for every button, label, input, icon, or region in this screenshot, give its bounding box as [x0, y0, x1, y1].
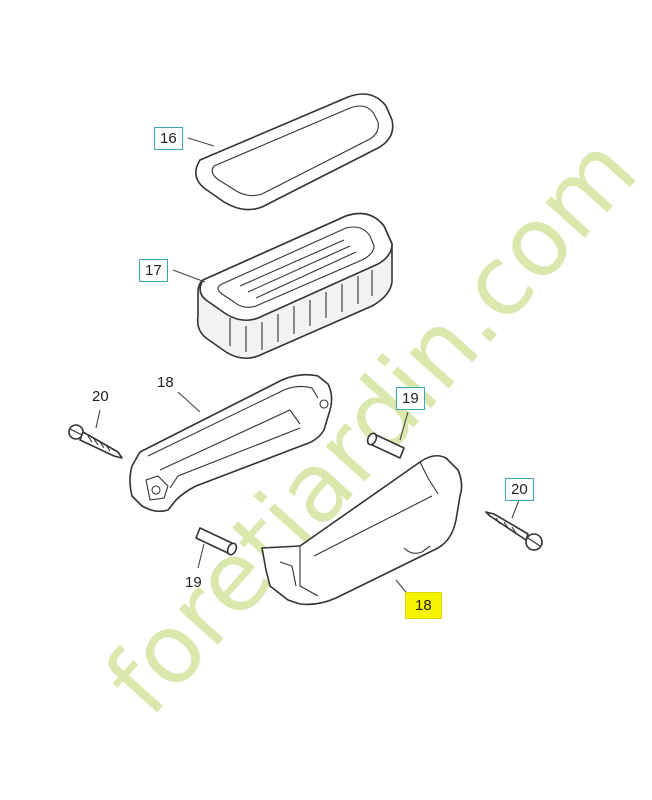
watermark: foretjardin.com — [84, 115, 652, 735]
callout-18-highlighted: 18 — [405, 592, 442, 619]
pin-lower-part-19 — [195, 527, 238, 556]
callout-20-left: 20 — [92, 388, 109, 405]
screw-right-part-20 — [485, 511, 543, 551]
watermark-text: foretjardin.com — [84, 115, 652, 735]
pin-right-part-19 — [366, 432, 405, 459]
housing-upper-part-18 — [129, 373, 333, 513]
screw-left-part-20 — [68, 424, 123, 459]
leader-lines — [95, 137, 520, 593]
callout-17: 17 — [139, 259, 168, 282]
callout-18-upper: 18 — [157, 374, 174, 391]
callout-16: 16 — [154, 127, 183, 150]
filter-part-17 — [196, 212, 393, 360]
callout-20-right: 20 — [505, 478, 534, 501]
gasket-part-16 — [195, 93, 394, 211]
callout-19-right: 19 — [396, 387, 425, 410]
housing-lower-part-18 — [261, 454, 463, 606]
callout-19-lower: 19 — [185, 574, 202, 591]
